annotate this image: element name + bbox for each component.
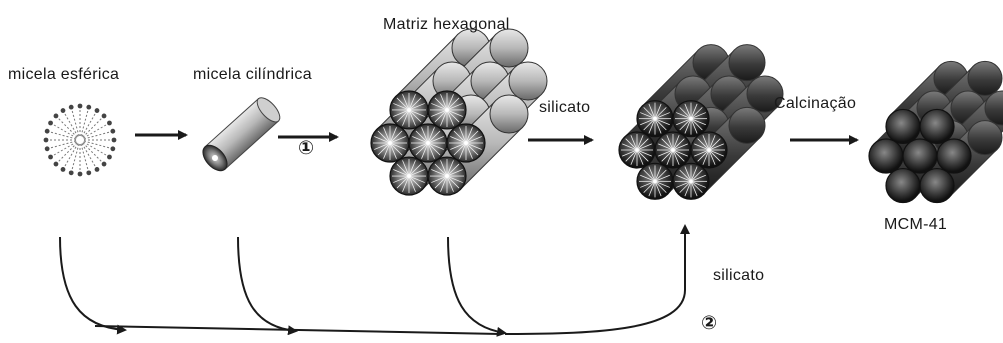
hexagonal-matrix-label: Matriz hexagonal	[383, 17, 510, 33]
silicate-label-1: silicato	[539, 100, 590, 116]
silicate-matrix-icon	[619, 45, 783, 200]
pathway-2-marker: ②	[701, 314, 717, 333]
curve-to-silicate	[505, 226, 685, 334]
silicate-label-2: silicato	[713, 268, 764, 284]
spherical-micelle-icon	[44, 104, 117, 177]
pathway-2-curves	[60, 226, 685, 334]
curve-from-matrix	[448, 237, 505, 333]
curve-from-sphere	[60, 237, 125, 330]
pathway-1-marker: ①	[298, 139, 314, 158]
calcination-label: Calcinação	[774, 96, 856, 112]
mcm41-label: MCM-41	[884, 217, 947, 233]
baseline-arrow	[95, 326, 500, 334]
mcm41-structure-icon	[869, 61, 1003, 202]
hexagonal-matrix-icon	[371, 29, 547, 195]
spherical-micelle-label: micela esférica	[8, 67, 119, 83]
cylindrical-micelle-icon	[198, 94, 283, 175]
cylindrical-micelle-label: micela cilíndrica	[193, 67, 312, 83]
curve-from-cylinder	[238, 237, 296, 331]
